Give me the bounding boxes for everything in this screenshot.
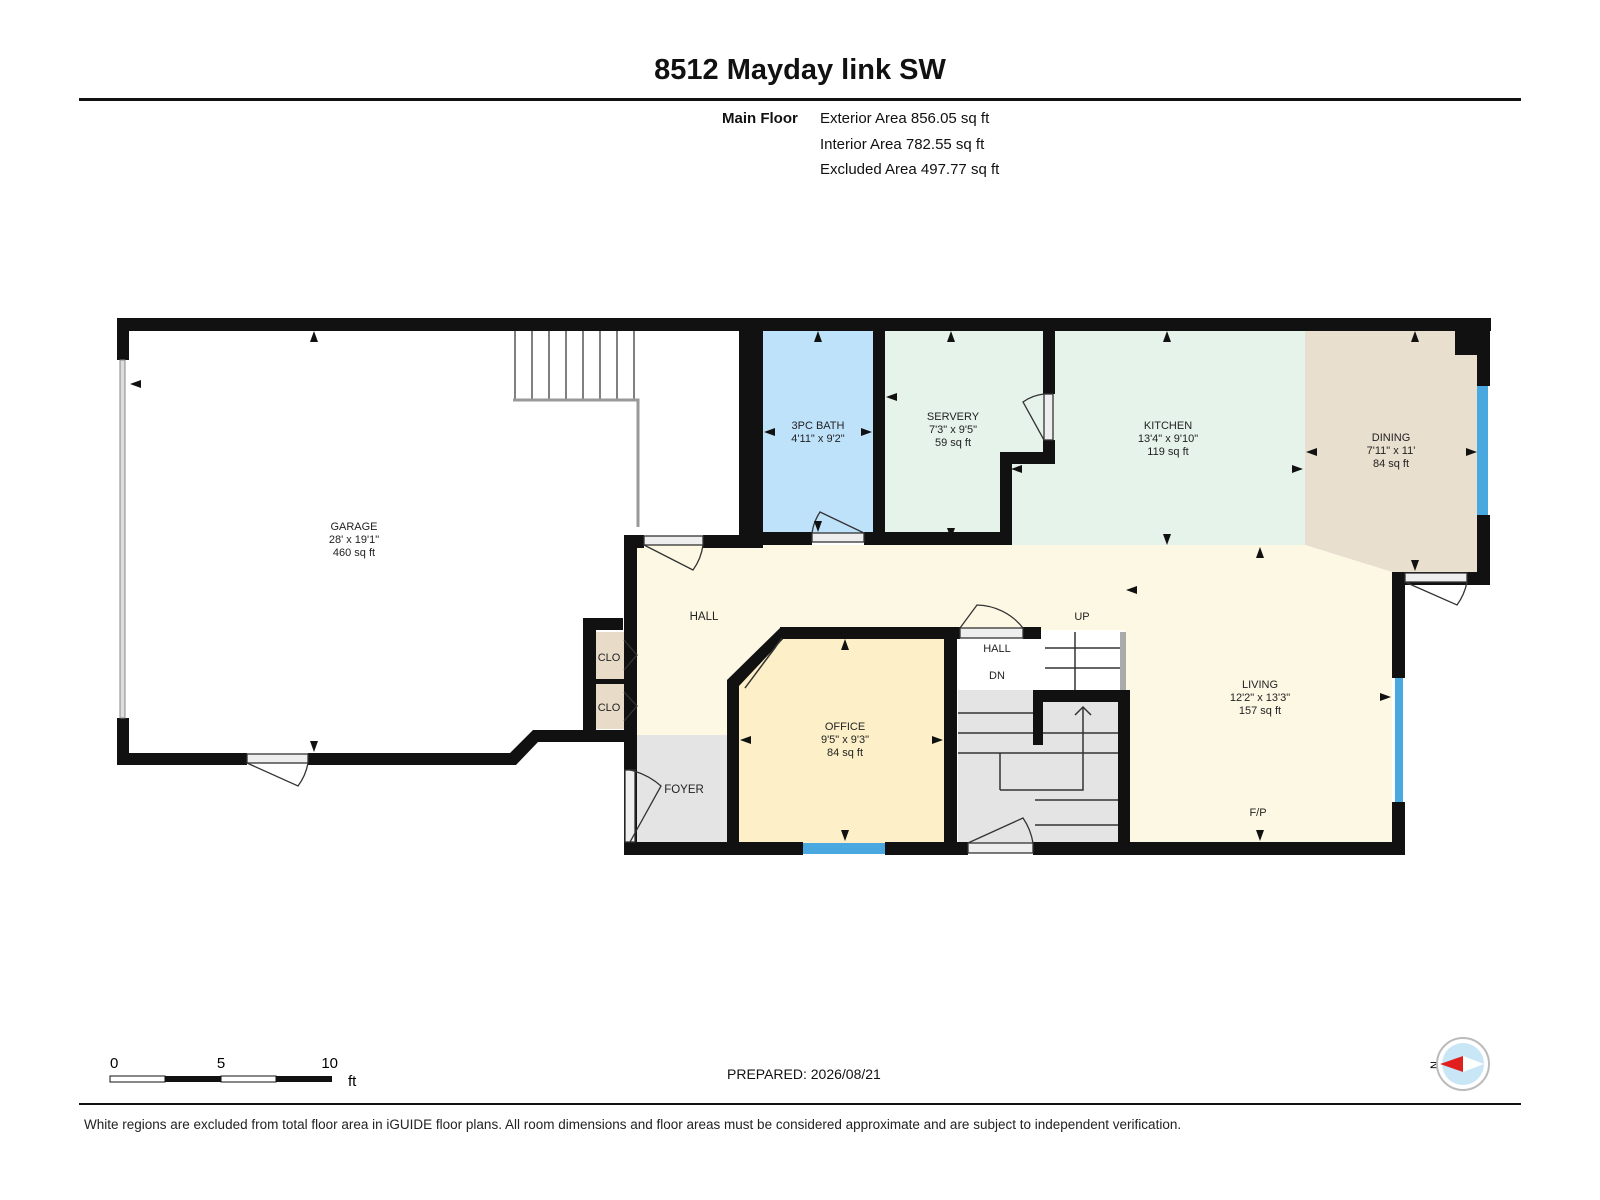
footer-rule [79, 1103, 1521, 1105]
svg-text:SERVERY: SERVERY [927, 411, 980, 423]
plan-title: 8512 Mayday link SW [654, 54, 946, 86]
servery-label: SERVERY 7'3" x 9'5" 59 sq ft [927, 411, 980, 449]
svg-text:9'5" x 9'3": 9'5" x 9'3" [821, 734, 869, 746]
prepared-date: PREPARED: 2026/08/21 [727, 1066, 881, 1082]
dining-label: DINING 7'11" x 11' 84 sq ft [1367, 432, 1416, 470]
fireplace-label: F/P [1249, 807, 1266, 819]
closet-1-fill [596, 632, 624, 679]
svg-text:59 sq ft: 59 sq ft [935, 437, 971, 449]
scale-tick-0: 0 [110, 1055, 118, 1072]
svg-text:DINING: DINING [1372, 432, 1411, 444]
garage-stairs [513, 330, 640, 527]
svg-text:84 sq ft: 84 sq ft [1373, 458, 1409, 470]
scale-tick-10: 10 [321, 1055, 338, 1072]
living-label: LIVING 12'2" x 13'3" 157 sq ft [1230, 679, 1290, 717]
servery-fill [885, 330, 1048, 540]
stairs-down-label: DN [989, 670, 1005, 682]
svg-text:460 sq ft: 460 sq ft [333, 547, 375, 559]
foyer-fill [637, 735, 729, 843]
hall-small-label: HALL [983, 643, 1011, 655]
svg-text:LIVING: LIVING [1242, 679, 1278, 691]
bath-fill [763, 330, 873, 535]
door-swings [246, 393, 1468, 854]
compass-label: N [1429, 1061, 1441, 1069]
svg-text:4'11" x 9'2": 4'11" x 9'2" [791, 433, 844, 445]
svg-text:3PC BATH: 3PC BATH [792, 420, 845, 432]
hall-living-fill [637, 545, 1392, 845]
interior-area: Interior Area 782.55 sq ft [820, 136, 985, 153]
svg-text:7'11" x 11': 7'11" x 11' [1367, 445, 1416, 457]
scale-tick-5: 5 [217, 1055, 225, 1072]
foyer-label: FOYER [664, 784, 704, 796]
header-rule [79, 98, 1521, 101]
svg-text:7'3" x 9'5": 7'3" x 9'5" [929, 424, 977, 436]
svg-text:GARAGE: GARAGE [330, 521, 377, 533]
svg-text:119 sq ft: 119 sq ft [1147, 446, 1188, 458]
closet-2-fill [596, 684, 624, 729]
svg-text:KITCHEN: KITCHEN [1144, 420, 1192, 432]
closet-2-label: CLO [598, 702, 621, 714]
office-label: OFFICE 9'5" x 9'3" 84 sq ft [821, 721, 869, 759]
svg-text:OFFICE: OFFICE [825, 721, 865, 733]
floor-name: Main Floor [722, 110, 798, 127]
closet-1-label: CLO [598, 652, 621, 664]
windows [119, 359, 1488, 854]
scale-bar: 0 5 10 ft [108, 1052, 368, 1092]
bath-label: 3PC BATH 4'11" x 9'2" [791, 420, 844, 445]
kitchen-label: KITCHEN 13'4" x 9'10" 119 sq ft [1138, 420, 1198, 458]
dining-fill [1305, 330, 1478, 575]
svg-text:157 sq ft: 157 sq ft [1239, 705, 1281, 717]
svg-text:84 sq ft: 84 sq ft [827, 747, 863, 759]
disclaimer: White regions are excluded from total fl… [84, 1117, 1182, 1132]
svg-text:12'2" x 13'3": 12'2" x 13'3" [1230, 692, 1290, 704]
svg-text:13'4" x 9'10": 13'4" x 9'10" [1138, 433, 1198, 445]
stairs-up-label: UP [1074, 611, 1089, 623]
office-fill [737, 632, 948, 843]
compass-icon: N [1426, 1034, 1498, 1098]
walls [117, 318, 1491, 855]
svg-text:28' x 19'1": 28' x 19'1" [329, 534, 379, 546]
excluded-area: Excluded Area 497.77 sq ft [820, 161, 1000, 178]
scale-unit: ft [348, 1073, 357, 1090]
garage-label: GARAGE 28' x 19'1" 460 sq ft [329, 521, 379, 559]
hall-main-label: HALL [690, 611, 719, 623]
kitchen-fill [1000, 330, 1305, 545]
dimension-arrows [130, 331, 1477, 841]
exterior-area: Exterior Area 856.05 sq ft [820, 110, 990, 127]
